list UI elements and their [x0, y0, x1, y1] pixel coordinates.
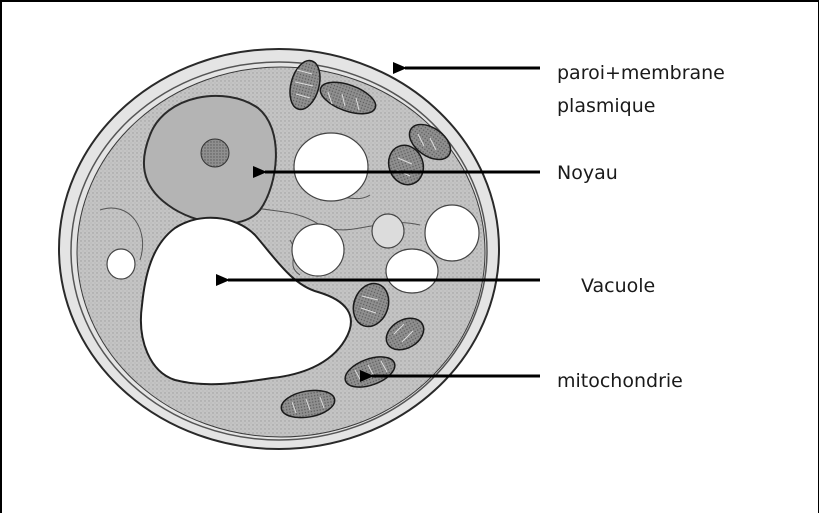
label-mitochondrie: mitochondrie: [557, 365, 683, 398]
label-paroi-membrane: paroi+membrane plasmique: [557, 57, 725, 123]
label-noyau: Noyau: [557, 157, 618, 190]
label-paroi-line1: paroi+membrane: [557, 57, 725, 90]
label-paroi-line2: plasmique: [557, 90, 725, 123]
nucleolus: [201, 139, 229, 167]
label-vacuole: Vacuole: [581, 270, 655, 303]
